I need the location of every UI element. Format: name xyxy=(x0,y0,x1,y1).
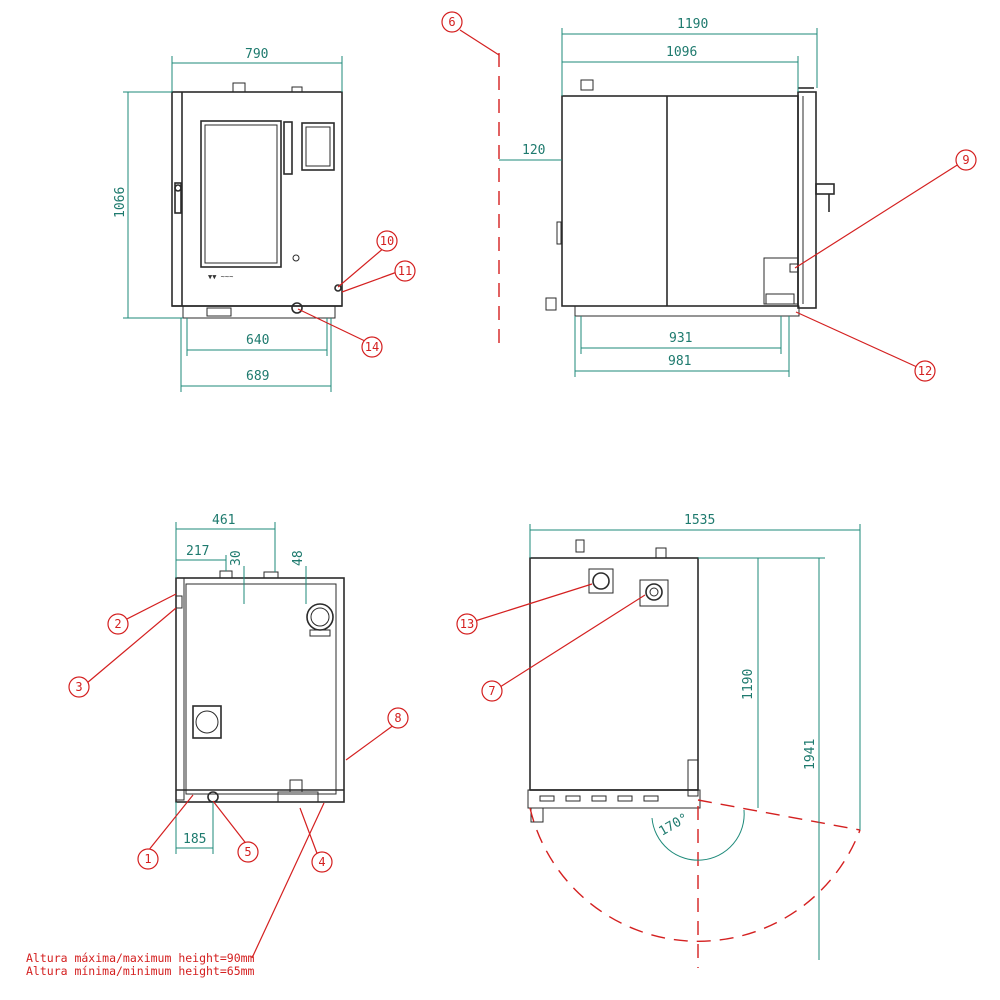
svg-text:10: 10 xyxy=(380,234,394,248)
side-feet-outer-label: 981 xyxy=(668,354,691,369)
balloon-10: 10 xyxy=(376,230,398,252)
svg-text:1: 1 xyxy=(144,852,151,866)
rear-48-label: 48 xyxy=(291,550,306,566)
balloon-1: 1 xyxy=(137,848,159,870)
top-view xyxy=(527,539,861,968)
side-feet-inner-label: 931 xyxy=(669,331,692,346)
front-height-label: 1066 xyxy=(113,187,128,218)
svg-text:6: 6 xyxy=(448,15,455,29)
svg-text:13: 13 xyxy=(460,617,474,631)
svg-text:14: 14 xyxy=(365,340,379,354)
balloon-6: 6 xyxy=(441,11,463,33)
rear-view xyxy=(175,570,345,803)
side-body-depth-label: 1096 xyxy=(666,45,697,60)
balloon-7: 7 xyxy=(481,680,503,702)
max-height-note: Altura máxima/maximum height=90mm xyxy=(26,951,255,965)
balloon-14: 14 xyxy=(361,336,383,358)
balloon-13: 13 xyxy=(456,613,478,635)
svg-text:2: 2 xyxy=(114,617,121,631)
rear-461-label: 461 xyxy=(212,513,235,528)
side-view xyxy=(498,53,835,350)
front-dimensions: 790 1066 640 689 xyxy=(113,47,343,392)
balloon-11: 11 xyxy=(394,260,416,282)
rear-dimensions: 461 217 30 48 185 xyxy=(175,513,307,854)
rear-drain-label: 185 xyxy=(183,832,206,847)
svg-text:8: 8 xyxy=(394,711,401,725)
balloon-4: 4 xyxy=(311,851,333,873)
balloon-9: 9 xyxy=(955,149,977,171)
svg-text:9: 9 xyxy=(962,153,969,167)
height-notes: Altura máxima/maximum height=90mm Altura… xyxy=(26,952,254,978)
svg-text:5: 5 xyxy=(244,845,251,859)
front-feet-outer-label: 689 xyxy=(246,369,269,384)
balloon-5: 5 xyxy=(237,841,259,863)
front-feet-inner-label: 640 xyxy=(246,333,269,348)
svg-text:▼▼ ~~~: ▼▼ ~~~ xyxy=(208,273,233,281)
svg-text:7: 7 xyxy=(488,684,495,698)
min-height-note: Altura mínima/minimum height=65mm xyxy=(26,964,255,978)
front-view: ▼▼ ~~~ xyxy=(171,82,343,319)
wall-clearance-label: 120 xyxy=(522,143,545,158)
balloon-2: 2 xyxy=(107,613,129,635)
svg-text:3: 3 xyxy=(75,680,82,694)
top-swing-width-label: 1535 xyxy=(684,513,715,528)
top-depth-label: 1190 xyxy=(741,669,756,700)
callout-leaders xyxy=(86,29,963,959)
rear-30-label: 30 xyxy=(229,550,244,566)
front-width-label: 790 xyxy=(245,47,268,62)
top-swing-depth-label: 1941 xyxy=(803,739,818,770)
balloon-12: 12 xyxy=(914,360,936,382)
balloon-3: 3 xyxy=(68,676,90,698)
rear-217-label: 217 xyxy=(186,544,209,559)
svg-text:11: 11 xyxy=(398,264,412,278)
svg-text:4: 4 xyxy=(318,855,325,869)
side-dimensions: 1190 1096 120 931 981 xyxy=(499,17,818,377)
top-dimensions: 1535 1190 1941 170° xyxy=(529,513,861,960)
balloon-8: 8 xyxy=(387,707,409,729)
door-angle-label: 170° xyxy=(657,811,692,840)
side-depth-label: 1190 xyxy=(677,17,708,32)
svg-text:12: 12 xyxy=(918,364,932,378)
